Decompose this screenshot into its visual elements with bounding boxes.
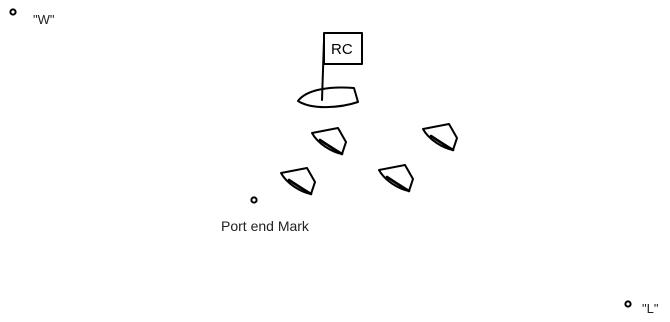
sailboat-icon	[311, 127, 347, 156]
port-end-mark-label: Port end Mark	[221, 218, 309, 234]
leeward-mark-label: "L"	[642, 301, 659, 316]
sailboat-icon	[280, 167, 316, 196]
flag-pole	[321, 39, 325, 101]
leeward-mark-icon	[624, 300, 632, 308]
port-end-mark-icon	[250, 196, 258, 204]
rc-flag-label: RC	[331, 41, 353, 58]
sailboat-icon	[378, 164, 414, 193]
windward-mark-icon	[9, 8, 17, 16]
windward-mark-label: "W"	[33, 12, 55, 27]
sailboat-icon	[422, 123, 458, 152]
committee-boat-icon	[297, 86, 359, 109]
